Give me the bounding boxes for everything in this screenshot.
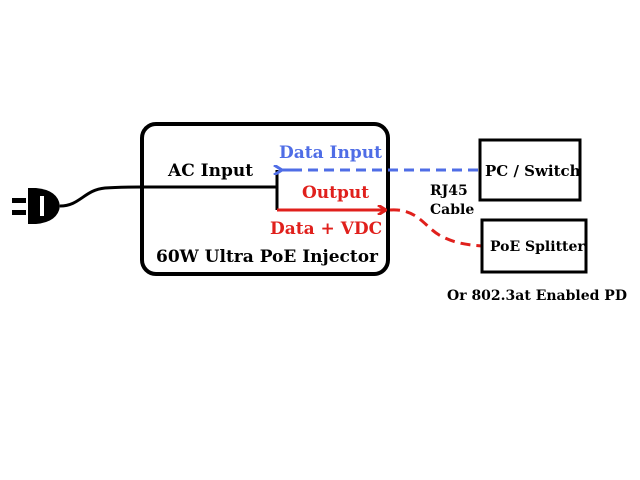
- pc-switch-label: PC / Switch: [485, 162, 581, 180]
- output-label: Output: [302, 183, 369, 203]
- power-cord: [59, 185, 143, 208]
- output-cable: [389, 208, 483, 248]
- ac-power-plug-icon: [12, 188, 60, 224]
- injector-title: 60W Ultra PoE Injector: [156, 247, 379, 267]
- rj45-label: RJ45: [430, 183, 468, 199]
- pd-alt-label: Or 802.3at Enabled PD: [447, 288, 627, 304]
- output-sub-label: Data + VDC: [270, 219, 382, 239]
- pc-switch-box: [478, 138, 582, 202]
- data-input-label: Data Input: [279, 143, 382, 163]
- ac-input-label: AC Input: [167, 161, 253, 181]
- poe-splitter-box: [480, 218, 588, 274]
- injector-box: [140, 122, 390, 276]
- poe-splitter-label: PoE Splitter: [490, 239, 585, 255]
- cable-label: Cable: [430, 202, 474, 218]
